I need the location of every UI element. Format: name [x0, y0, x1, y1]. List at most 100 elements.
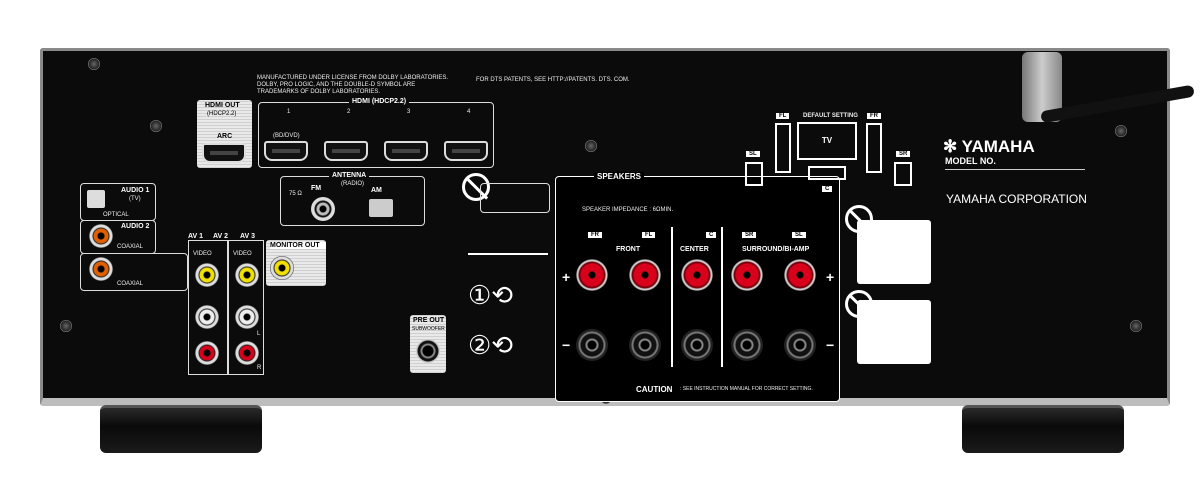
hdmi-input-section: HDMI (HDCP2.2) 1 2 3 4 (BD/DVD) — [258, 98, 494, 168]
subwoofer-jack[interactable] — [416, 339, 440, 363]
screw-icon — [88, 58, 100, 70]
subwoofer-label: SUBWOOFER — [412, 326, 445, 332]
optical-input[interactable] — [87, 190, 105, 208]
surround-right-plus-terminal[interactable] — [731, 259, 763, 291]
yamaha-logo-text: YAMAHA — [961, 137, 1035, 156]
hdmi-port1-note: (BD/DVD) — [273, 133, 300, 139]
av1-video-jack[interactable] — [195, 263, 219, 287]
hdmi-out-section: HDMI OUT (HDCP2.2) ARC — [197, 100, 252, 168]
diagram-tag-sl: SL — [746, 151, 760, 157]
av1-label: AV 1 — [186, 233, 206, 240]
left-label: L — [257, 331, 261, 337]
surround-left-speaker-icon — [745, 162, 763, 186]
diagram-tag-sr: SR — [896, 151, 911, 157]
left-foot — [100, 405, 262, 453]
surround-right-speaker-icon — [894, 162, 912, 186]
front-label: FRONT — [616, 246, 641, 253]
hdmi-out-label: HDMI OUT — [205, 102, 240, 109]
surround-left-plus-terminal[interactable] — [784, 259, 816, 291]
av3-label: AV 3 — [238, 233, 258, 240]
yamaha-corporation-label: YAMAHA CORPORATION — [946, 192, 1087, 206]
wire-strip-diagram — [468, 225, 548, 255]
hdmi-port-number: 1 — [287, 109, 291, 115]
center-speaker-icon — [808, 166, 846, 180]
dolby-notice: MANUFACTURED UNDER LICENSE FROM DOLBY LA… — [257, 75, 449, 95]
dts-notice: FOR DTS PATENTS, SEE HTTP://PATENTS. DTS… — [476, 77, 630, 83]
right-foot — [962, 405, 1124, 453]
surround-label: SURROUND/BI-AMP — [742, 246, 810, 253]
pre-out-section: PRE OUT SUBWOOFER — [410, 315, 446, 373]
warning-panel-1 — [857, 220, 931, 284]
divider — [721, 227, 723, 367]
tag-fl: FL — [642, 232, 656, 238]
av1-section: VIDEO — [188, 240, 228, 375]
surround-right-minus-terminal[interactable] — [731, 329, 763, 361]
hdmi-input-4[interactable] — [444, 141, 488, 161]
fm-label: FM — [311, 185, 322, 192]
fm-antenna-jack[interactable] — [311, 197, 335, 221]
surround-left-minus-terminal[interactable] — [784, 329, 816, 361]
audio1-label: AUDIO 1 — [121, 187, 150, 194]
antenna-sub: (RADIO) — [341, 181, 364, 187]
screw-icon — [1130, 320, 1142, 332]
front-left-speaker-icon — [775, 123, 791, 173]
av2-label: AV 2 — [211, 233, 231, 240]
yamaha-logo: ✻ YAMAHA — [943, 137, 1035, 156]
caution-label: CAUTION — [636, 385, 673, 394]
front-right-plus-terminal[interactable] — [576, 259, 608, 291]
ohm-label: 75 Ω — [289, 191, 302, 197]
audio1-section: AUDIO 1 (TV) OPTICAL — [80, 183, 156, 221]
center-plus-terminal[interactable] — [681, 259, 713, 291]
video-label: VIDEO — [233, 251, 252, 257]
av1-audio-left-jack[interactable] — [195, 305, 219, 329]
front-right-minus-terminal[interactable] — [576, 329, 608, 361]
front-right-speaker-icon — [866, 123, 882, 173]
monitor-out-jack[interactable] — [270, 256, 294, 280]
av3-video-jack[interactable] — [235, 263, 259, 287]
speakers-section: SPEAKERS SPEAKER IMPEDANCE : 6ΩMIN. FR F… — [555, 172, 840, 402]
center-minus-terminal[interactable] — [681, 329, 713, 361]
hdmi-input-1[interactable] — [264, 141, 308, 161]
coaxial-input-1[interactable] — [89, 224, 113, 248]
prohibited-icon — [462, 173, 490, 201]
coaxial-label: COAXIAL — [117, 244, 144, 250]
hdmi-input-2[interactable] — [324, 141, 368, 161]
caution-text: : SEE INSTRUCTION MANUAL FOR CORRECT SET… — [680, 386, 813, 392]
tag-sl: SL — [792, 232, 806, 238]
hdmi-out-hdcp: (HDCP2.2) — [207, 111, 237, 117]
arc-label: ARC — [217, 133, 233, 140]
speaker-wire-step2-icon: ②⟲ — [468, 330, 514, 360]
minus-label: − — [562, 337, 571, 353]
divider — [671, 227, 673, 367]
plus-label: + — [562, 269, 571, 285]
diagram-tag-c: C — [822, 186, 833, 192]
pre-out-label: PRE OUT — [413, 317, 445, 324]
coaxial-input-2[interactable] — [89, 257, 113, 281]
audio2-section: AUDIO 2 COAXIAL — [80, 220, 156, 254]
hdmi-input-3[interactable] — [384, 141, 428, 161]
speaker-wire-step1-icon: ①⟲ — [468, 280, 514, 310]
diagram-tag-fl: FL — [776, 113, 790, 119]
front-left-minus-terminal[interactable] — [629, 329, 661, 361]
av1-audio-right-jack[interactable] — [195, 341, 219, 365]
bare-wire-warning — [480, 183, 550, 213]
hdmi-port-number: 3 — [407, 109, 411, 115]
speakers-title: SPEAKERS — [594, 172, 645, 181]
av2-audio-left-jack[interactable] — [235, 305, 259, 329]
right-label: R — [257, 365, 262, 371]
video-label: VIDEO — [193, 251, 212, 257]
diagram-tag-fr: FR — [867, 113, 881, 119]
warning-panel-2 — [857, 300, 931, 364]
am-label: AM — [371, 187, 382, 194]
hdmi-port-number: 4 — [467, 109, 471, 115]
am-antenna-terminal[interactable] — [369, 199, 393, 217]
av2-audio-right-jack[interactable] — [235, 341, 259, 365]
plus-label: + — [826, 269, 835, 285]
default-setting-title: DEFAULT SETTING — [803, 113, 858, 119]
audio1-sub: (TV) — [129, 196, 141, 202]
coaxial2-section: COAXIAL — [80, 253, 188, 291]
front-left-plus-terminal[interactable] — [629, 259, 661, 291]
hdmi-out-port[interactable] — [202, 143, 246, 163]
minus-label: − — [826, 337, 835, 353]
model-number-label: MODEL NO. — [945, 156, 996, 166]
